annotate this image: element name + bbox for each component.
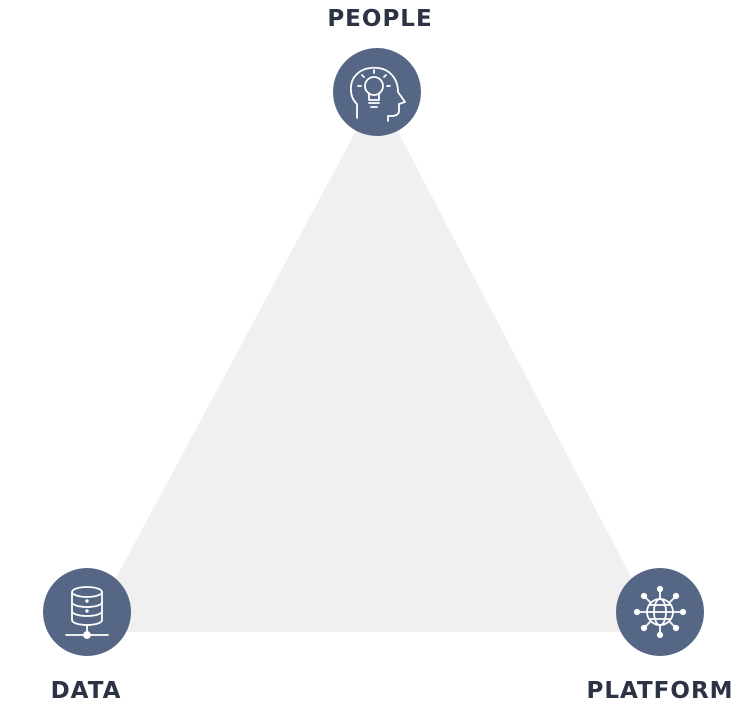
data-label: DATA bbox=[50, 678, 122, 704]
people-label: PEOPLE bbox=[327, 6, 433, 32]
data-node bbox=[43, 568, 131, 656]
globe-network-icon bbox=[633, 585, 687, 639]
people-node bbox=[333, 48, 421, 136]
triangle-shape bbox=[87, 92, 660, 632]
lightbulb-head-icon bbox=[349, 66, 406, 122]
platform-label: PLATFORM bbox=[586, 678, 734, 704]
platform-node bbox=[616, 568, 704, 656]
people-node-circle bbox=[333, 48, 421, 136]
database-network-icon bbox=[65, 586, 109, 639]
